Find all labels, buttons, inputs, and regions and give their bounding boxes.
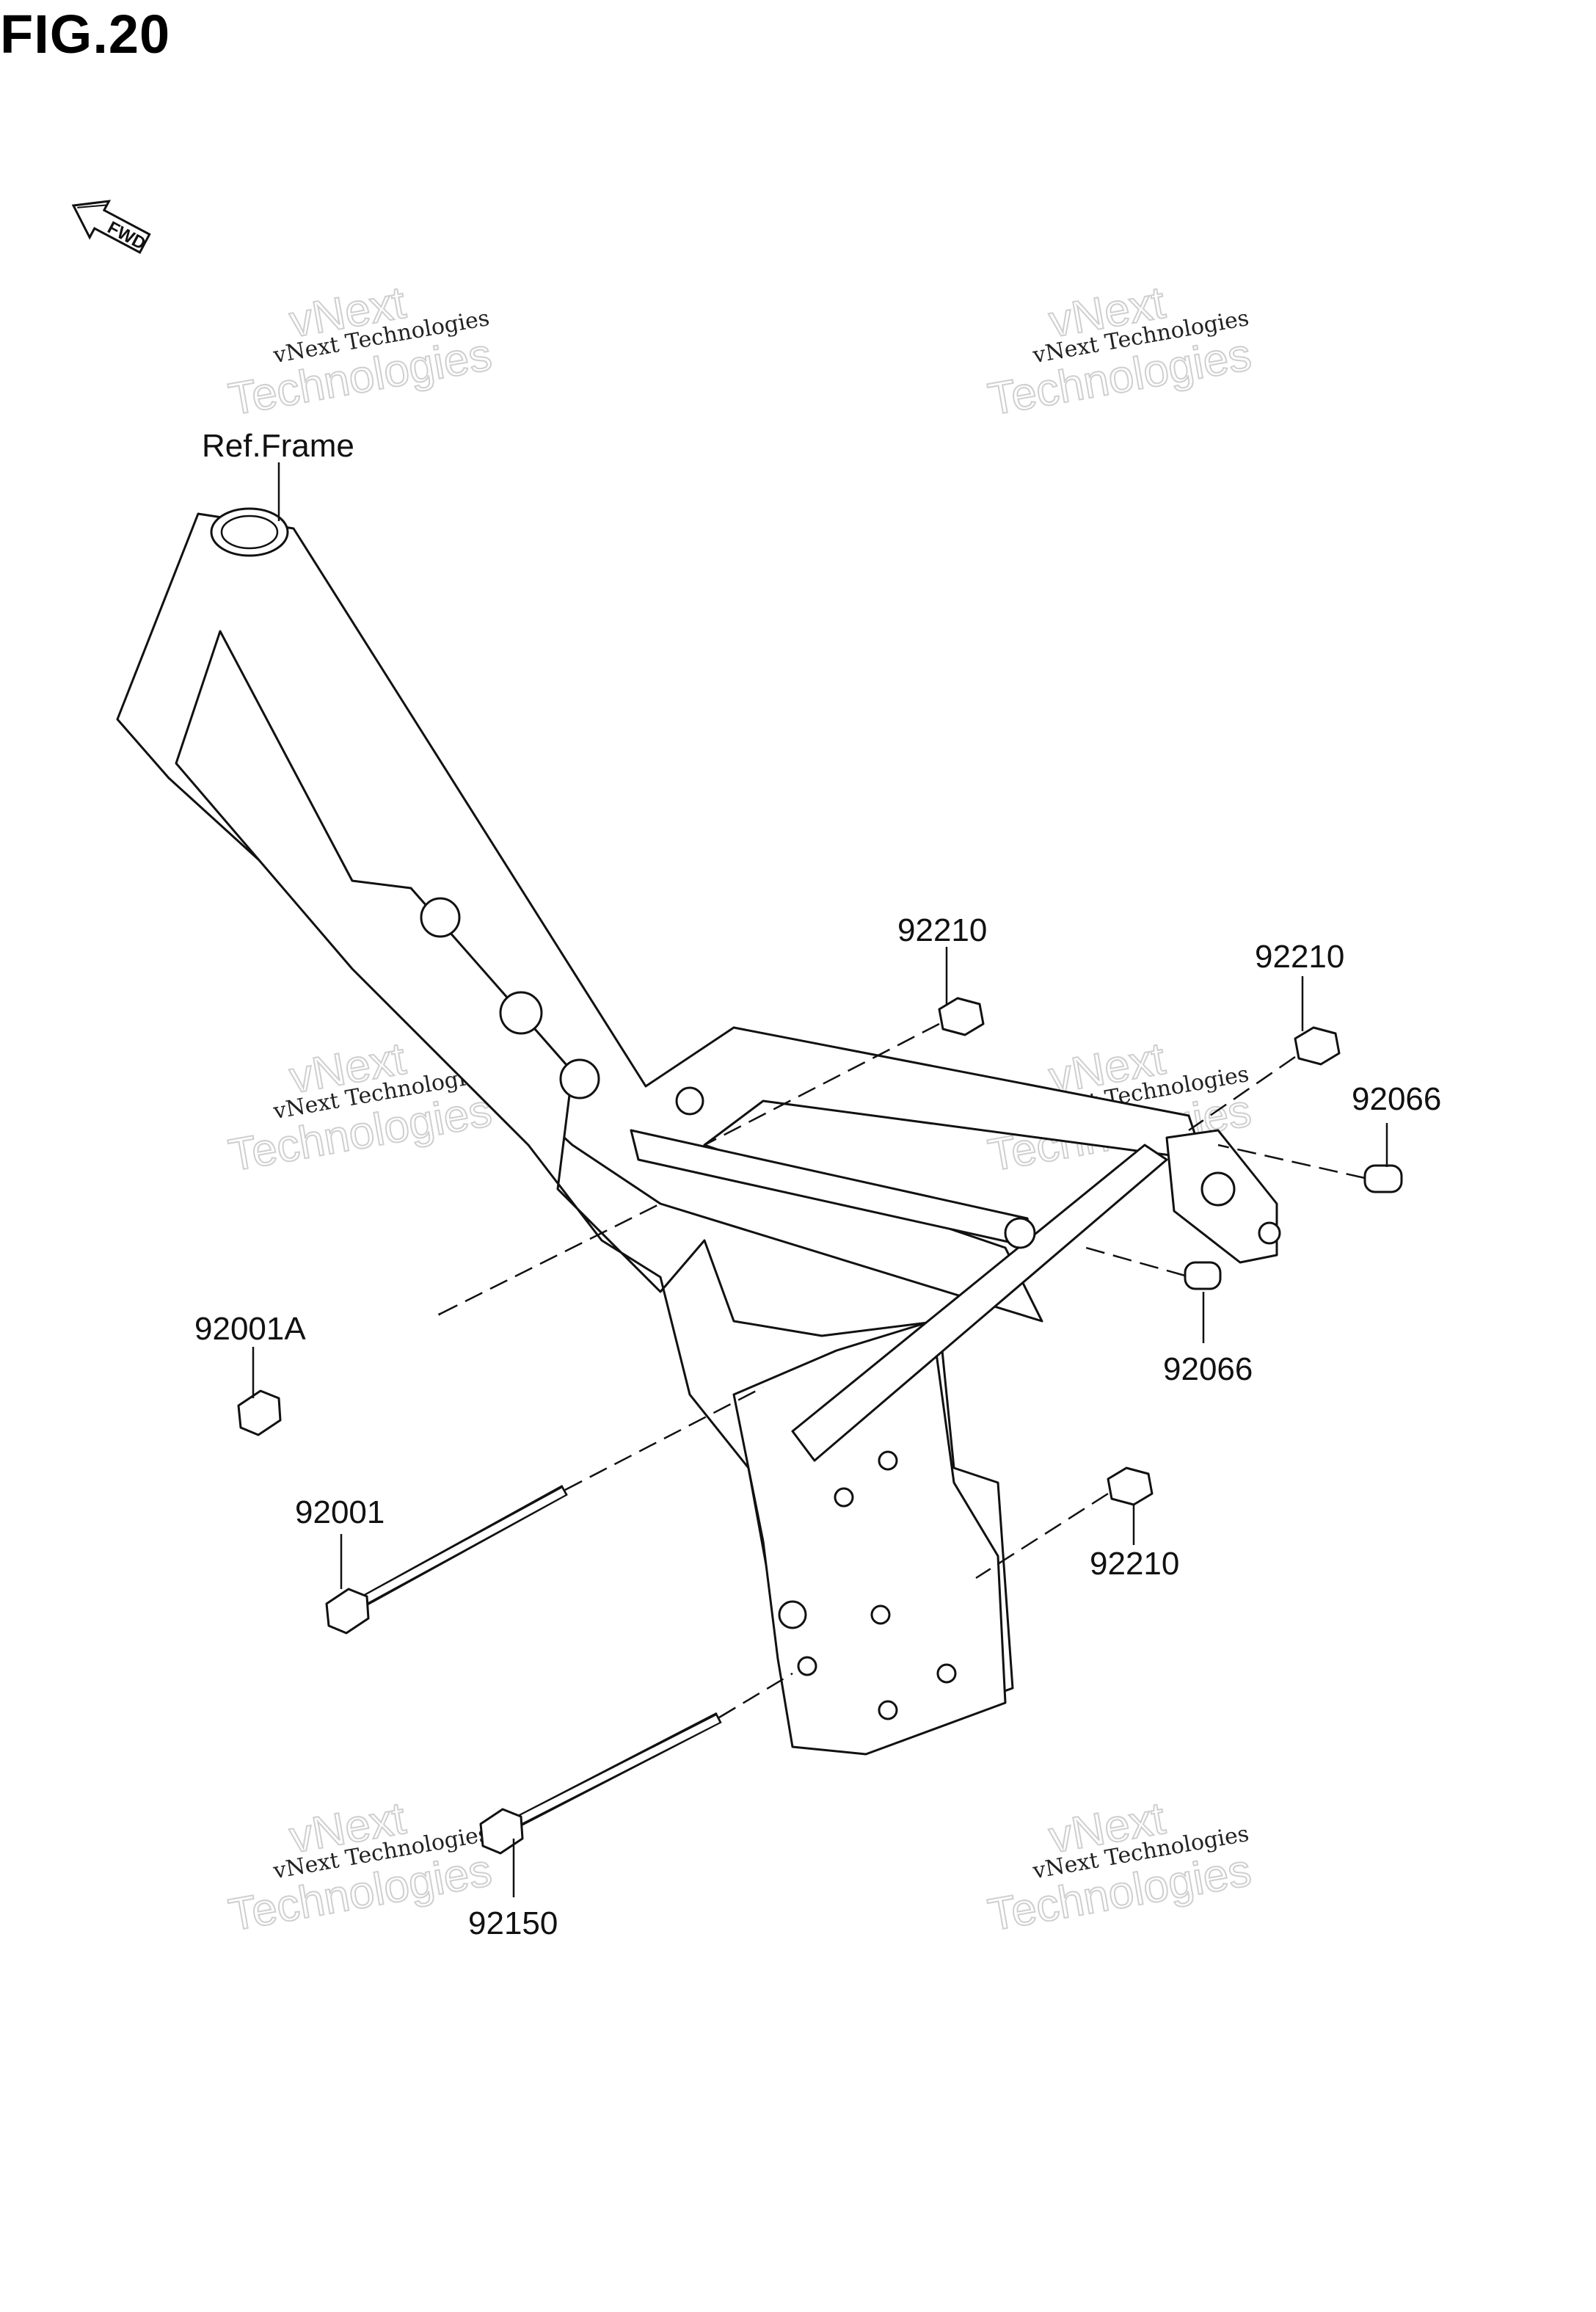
frame-bracket-hole [1200, 1171, 1236, 1207]
frame-hole [834, 1487, 854, 1508]
bolt-92150 [479, 1712, 722, 1855]
frame-hole [675, 1086, 704, 1116]
frame-hole [499, 991, 543, 1035]
callout-label-92066: 92066 [1352, 1081, 1441, 1117]
cap-92066 [1184, 1261, 1222, 1290]
frame-main-tube [116, 512, 1205, 1323]
callout-label-92210: 92210 [1090, 1546, 1179, 1582]
frame-hole [936, 1663, 957, 1684]
frame-drawing [116, 507, 1281, 1756]
callout-label-92001A: 92001A [194, 1311, 306, 1347]
nut-92210 [1294, 1026, 1341, 1066]
frame-head-pipe-inner [220, 515, 279, 550]
ref-frame-label: Ref.Frame [202, 428, 354, 464]
frame-hole [778, 1600, 807, 1629]
frame-hole [420, 897, 461, 938]
assembly-lines [440, 1022, 1366, 1719]
hardware [237, 997, 1403, 1855]
cap-92066 [1363, 1164, 1403, 1193]
frame-hole [797, 1656, 817, 1676]
callout-label-92001: 92001 [295, 1494, 385, 1530]
callout-labels: Ref.Frame 92210 92210 92066 92066 92001A… [194, 428, 1441, 1941]
callout-label-92210: 92210 [897, 912, 987, 948]
figure-title: FIG.20 [0, 4, 171, 65]
callout-label-92150: 92150 [468, 1905, 558, 1941]
nut-92210 [1107, 1466, 1154, 1506]
frame-hole [870, 1604, 891, 1625]
frame-hole [559, 1058, 600, 1099]
frame-hole [1004, 1217, 1036, 1249]
bolt-92001A [237, 1312, 441, 1436]
callout-label-92210: 92210 [1255, 939, 1344, 975]
fwd-arrow-icon: FWD [71, 200, 151, 254]
callout-label-92066: 92066 [1163, 1351, 1253, 1387]
nut-92210 [938, 997, 985, 1036]
leader-lines [252, 462, 1388, 1897]
frame-bracket-hole [1258, 1221, 1281, 1245]
bolt-92001 [325, 1484, 568, 1635]
frame-hole [878, 1700, 898, 1720]
frame-hole [878, 1450, 898, 1471]
